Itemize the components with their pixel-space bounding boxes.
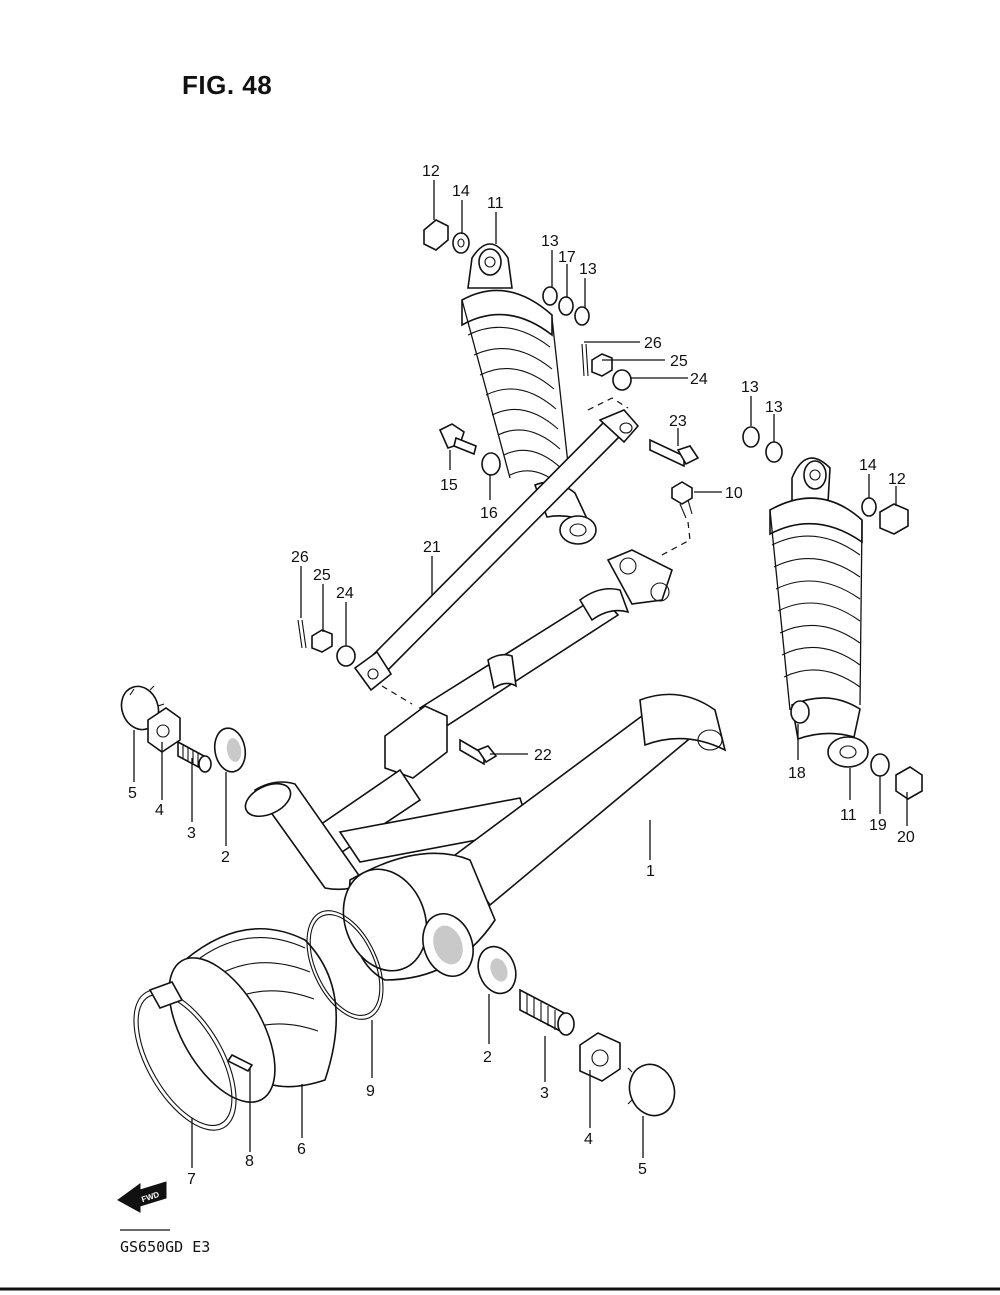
callout-3a: 3 xyxy=(187,825,196,842)
callout-1: 1 xyxy=(646,863,655,880)
bolt-23[interactable] xyxy=(649,438,700,468)
pivot-shaft-right[interactable] xyxy=(519,988,575,1036)
washer-14-left[interactable] xyxy=(452,232,470,254)
cotter-pin-upper[interactable] xyxy=(581,343,589,377)
callout-19: 19 xyxy=(869,817,887,834)
washer-18[interactable] xyxy=(790,700,810,724)
washer-13b-left[interactable] xyxy=(574,306,590,326)
callout-13b: 13 xyxy=(579,261,597,278)
cotter-pin-lower[interactable] xyxy=(297,619,307,649)
callout-25b: 25 xyxy=(313,567,331,584)
callout-13c: 13 xyxy=(741,379,759,396)
washer-14-right[interactable] xyxy=(861,497,877,517)
torque-rod[interactable] xyxy=(353,397,640,705)
right-shock-absorber[interactable] xyxy=(769,457,869,768)
fwd-arrow-icon: FWD xyxy=(117,1181,167,1213)
callout-12a: 12 xyxy=(422,163,440,180)
clamp-screw[interactable] xyxy=(226,1053,254,1073)
callout-25a: 25 xyxy=(670,353,688,370)
callout-labels: 1 2 2 3 3 4 4 5 5 6 7 8 9 10 11 11 11 12… xyxy=(128,163,915,1188)
washer-17-left[interactable] xyxy=(558,296,574,316)
callout-24b: 24 xyxy=(336,585,354,602)
washer-13a-right[interactable] xyxy=(742,426,760,448)
callout-5a: 5 xyxy=(128,785,137,802)
pivot-cap-right[interactable] xyxy=(622,1058,681,1122)
bearing-right[interactable] xyxy=(472,941,522,998)
callout-17: 17 xyxy=(558,249,576,266)
callout-11b: 11 xyxy=(840,807,857,824)
callout-15: 15 xyxy=(440,477,458,494)
castle-nut-lower[interactable] xyxy=(311,629,333,653)
callout-9: 9 xyxy=(366,1083,375,1100)
cap-nut-20[interactable] xyxy=(895,766,923,800)
pivot-shaft-left[interactable] xyxy=(177,740,212,773)
bearing-left[interactable] xyxy=(211,726,248,775)
callout-26a: 26 xyxy=(644,335,662,352)
washer-19[interactable] xyxy=(870,753,890,777)
castle-nut-upper[interactable] xyxy=(591,353,613,377)
bolt-22[interactable] xyxy=(459,738,498,766)
bolt-10[interactable] xyxy=(659,481,693,557)
callout-20: 20 xyxy=(897,829,915,846)
callout-4b: 4 xyxy=(584,1131,593,1148)
washer-13a-left[interactable] xyxy=(542,286,558,306)
callout-12b: 12 xyxy=(888,471,906,488)
boot-clamp[interactable] xyxy=(113,973,257,1146)
callout-22: 22 xyxy=(534,747,552,764)
washer-24-upper[interactable] xyxy=(612,369,632,391)
cap-nut-top-right[interactable] xyxy=(879,503,909,535)
cap-nut-top-left[interactable] xyxy=(423,219,449,251)
callout-5b: 5 xyxy=(638,1161,647,1178)
callout-14b: 14 xyxy=(859,457,877,474)
washer-24-lower[interactable] xyxy=(336,645,356,667)
callout-14a: 14 xyxy=(452,183,470,200)
leader-lines xyxy=(133,180,908,1168)
callout-2a: 2 xyxy=(221,849,230,866)
callout-13d: 13 xyxy=(765,399,783,416)
callout-13a: 13 xyxy=(541,233,559,250)
o-ring[interactable] xyxy=(291,899,398,1031)
pivot-nut-left[interactable] xyxy=(147,707,181,753)
callout-4a: 4 xyxy=(155,802,164,819)
washer-16[interactable] xyxy=(481,452,501,476)
washer-13b-right[interactable] xyxy=(765,441,783,463)
callout-26b: 26 xyxy=(291,549,309,566)
callout-2b: 2 xyxy=(483,1049,492,1066)
callout-7: 7 xyxy=(187,1171,196,1188)
callout-21: 21 xyxy=(423,539,441,556)
callout-3b: 3 xyxy=(540,1085,549,1102)
callout-18: 18 xyxy=(788,765,806,782)
swing-arm[interactable] xyxy=(240,549,727,983)
callout-24a: 24 xyxy=(690,371,708,388)
model-code: GS650GD E3 xyxy=(120,1238,211,1256)
pivot-nut-right[interactable] xyxy=(579,1032,621,1082)
callout-8: 8 xyxy=(245,1153,254,1170)
callout-23: 23 xyxy=(669,413,687,430)
callout-16: 16 xyxy=(480,505,498,522)
callout-10: 10 xyxy=(725,485,743,502)
callout-6: 6 xyxy=(297,1141,306,1158)
figure-title: FIG. 48 xyxy=(182,70,273,100)
left-shock-absorber[interactable] xyxy=(461,243,597,545)
rubber-boot[interactable] xyxy=(147,928,338,1120)
bolt-15[interactable] xyxy=(438,423,477,456)
callout-11a: 11 xyxy=(487,195,504,212)
